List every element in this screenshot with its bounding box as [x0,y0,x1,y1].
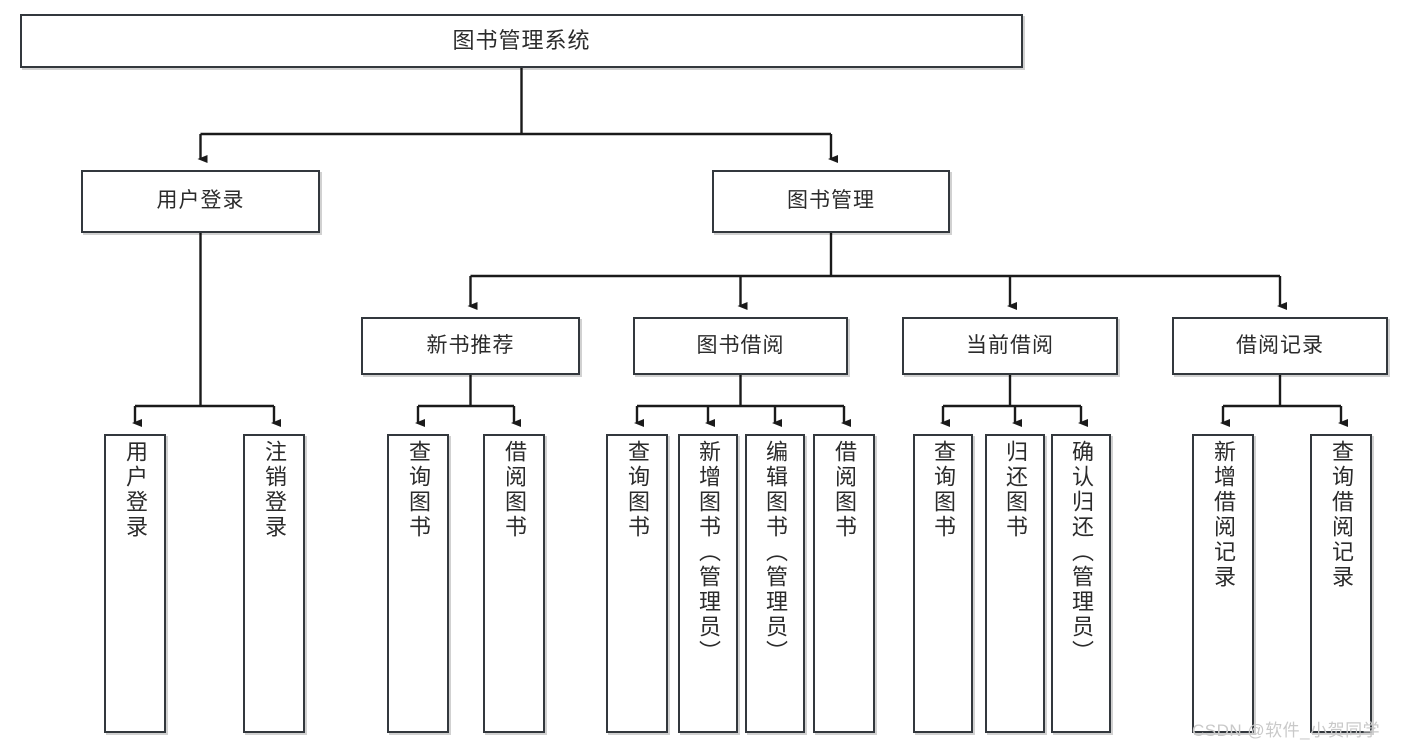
node-newbook-2[interactable]: 借阅图书 [483,434,545,733]
node-borrow-2[interactable]: 新增图书（管理员） [678,434,738,733]
node-login-2[interactable]: 注销登录 [243,434,305,733]
node-records-1[interactable]: 新增借阅记录 [1192,434,1254,733]
node-label: 编辑图书（管理员） [763,440,788,665]
node-login[interactable]: 用户登录 [81,170,320,233]
node-newbook[interactable]: 新书推荐 [361,317,580,375]
watermark: CSDN @软件_小贺同学 [1192,721,1381,740]
node-label: 用户登录 [123,440,148,540]
node-label: 新增图书（管理员） [696,440,721,665]
node-label: 查询借阅记录 [1329,440,1354,590]
node-bookmgmt[interactable]: 图书管理 [712,170,950,233]
node-newbook-1[interactable]: 查询图书 [387,434,449,733]
node-current[interactable]: 当前借阅 [902,317,1118,375]
node-label: 查询图书 [625,440,650,540]
node-label: 图书管理系统 [452,27,591,53]
node-records[interactable]: 借阅记录 [1172,317,1388,375]
node-borrow-1[interactable]: 查询图书 [606,434,668,733]
node-label: 借阅图书 [502,440,527,540]
node-label: 归还图书 [1003,440,1028,540]
node-current-3[interactable]: 确认归还（管理员） [1051,434,1111,733]
node-label: 确认归还（管理员） [1069,440,1094,665]
node-current-2[interactable]: 归还图书 [985,434,1045,733]
node-label: 查询图书 [931,440,956,540]
node-label: 图书管理 [787,189,875,213]
node-label: 借阅记录 [1236,333,1324,357]
node-root[interactable]: 图书管理系统 [20,14,1023,68]
node-label: 图书借阅 [696,333,785,357]
node-label: 查询图书 [406,440,431,540]
node-login-1[interactable]: 用户登录 [104,434,166,733]
node-label: 借阅图书 [832,440,857,540]
node-label: 用户登录 [156,189,245,213]
node-label: 当前借阅 [966,333,1054,357]
node-label: 新书推荐 [426,333,515,357]
node-label: 新增借阅记录 [1211,440,1236,590]
node-current-1[interactable]: 查询图书 [913,434,973,733]
node-borrow[interactable]: 图书借阅 [633,317,848,375]
node-records-2[interactable]: 查询借阅记录 [1310,434,1372,733]
node-borrow-3[interactable]: 编辑图书（管理员） [745,434,805,733]
node-borrow-4[interactable]: 借阅图书 [813,434,875,733]
node-label: 注销登录 [262,440,287,540]
